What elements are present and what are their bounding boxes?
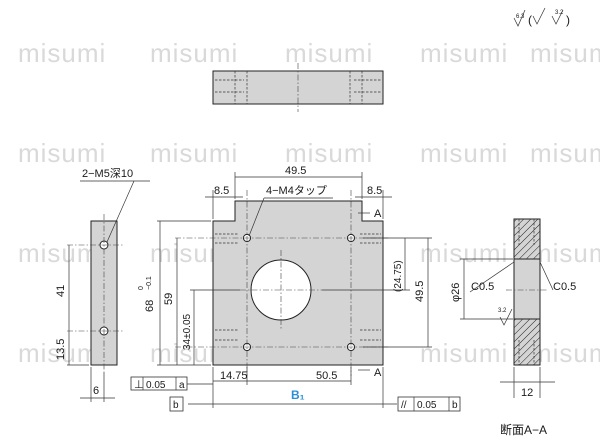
dim-left-8-5: 8.5 xyxy=(214,185,229,197)
side-view: 2−M5深10 41 13.5 6 xyxy=(55,167,150,402)
top-view xyxy=(212,63,384,112)
chamfer-right: C0.5 xyxy=(553,281,576,293)
dim-right-8-5: 8.5 xyxy=(367,185,382,197)
dim-height-59: 59 xyxy=(163,293,175,305)
dim-height-68: 68 xyxy=(144,300,156,312)
watermark-text: misumi xyxy=(420,338,508,368)
dim-diameter-26: φ26 xyxy=(450,283,462,302)
dim-height-24-75: (24.75) xyxy=(393,260,404,292)
section-marker-top: A xyxy=(374,208,382,220)
svg-text:3.2: 3.2 xyxy=(555,10,564,16)
perpendicularity-datum: a xyxy=(179,380,185,391)
section-title: 断面A−A xyxy=(500,422,547,437)
dim-side-6: 6 xyxy=(93,385,99,397)
svg-text:0: 0 xyxy=(138,286,145,290)
dim-width-49-5: 49.5 xyxy=(285,165,306,177)
watermark-text: misumi xyxy=(420,38,508,68)
dim-section-12: 12 xyxy=(521,387,533,399)
label-m4-tap: 4−M4タップ xyxy=(266,184,327,197)
dim-bottom-50-5: 50.5 xyxy=(316,370,337,382)
svg-text:): ) xyxy=(566,13,570,27)
parallelism-symbol: // xyxy=(401,400,407,411)
tolerance-frames: ⊥ 0.05 a b // 0.05 b xyxy=(130,376,461,412)
parallelism-datum: b xyxy=(452,400,458,411)
watermark-text: misumi xyxy=(285,38,373,68)
watermark-text: misumi xyxy=(530,138,600,168)
watermark-text: misumi xyxy=(285,138,373,168)
front-view: A A xyxy=(175,190,390,379)
dim-bottom-14-75: 14.75 xyxy=(220,370,248,382)
watermark-text: misumi xyxy=(530,338,600,368)
svg-text:(: ( xyxy=(528,13,532,27)
watermark-text: misumi xyxy=(150,38,238,68)
perpendicularity-value: 0.05 xyxy=(146,380,166,391)
section-view: φ26 C0.5 C0.5 3.2 12 断面A−A xyxy=(450,218,576,437)
front-dimensions: 49.5 8.5 8.5 4−M4タップ 68 0 −0.1 59 34±0.0… xyxy=(138,165,432,408)
datum-b-box: b xyxy=(173,400,179,411)
label-m5-depth: 2−M5深10 xyxy=(82,167,133,180)
surface-roughness-symbol: 6.3 ( 3.2 ) xyxy=(513,7,570,27)
dim-side-13-5: 13.5 xyxy=(55,339,67,360)
watermark-text: misumi xyxy=(18,38,106,68)
dim-height-34: 34±0.05 xyxy=(182,313,193,350)
svg-text:6.3: 6.3 xyxy=(516,14,525,20)
watermark-text: misumi xyxy=(150,138,238,168)
svg-text:3.2: 3.2 xyxy=(498,308,507,314)
watermark-text: misumi xyxy=(530,38,600,68)
perpendicularity-symbol: ⊥ xyxy=(134,379,144,391)
parallelism-value: 0.05 xyxy=(417,400,437,411)
watermark-text: misumi xyxy=(530,238,600,268)
section-marker-bottom: A xyxy=(374,367,382,379)
dim-height-49-5: 49.5 xyxy=(414,281,426,302)
svg-text:−0.1: −0.1 xyxy=(146,276,153,290)
dim-side-41: 41 xyxy=(55,285,67,297)
dim-b1: B₁ xyxy=(291,388,305,402)
watermark-text: misumi xyxy=(18,138,106,168)
watermark-text: misumi xyxy=(420,138,508,168)
chamfer-left: C0.5 xyxy=(471,281,494,293)
